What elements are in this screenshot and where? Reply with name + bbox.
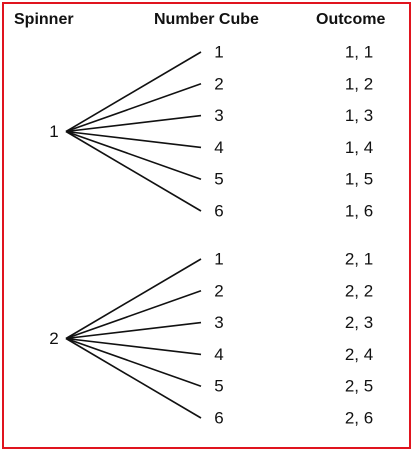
number-cube-label: 3 [214, 106, 223, 125]
branch-line-2-3 [65, 321, 202, 340]
outcome-label: 1, 6 [345, 202, 373, 221]
branch-line-1-5 [65, 130, 202, 180]
outcome-label: 1, 4 [345, 138, 373, 157]
outcome-label: 2, 6 [345, 409, 373, 428]
header-number-cube: Number Cube [154, 11, 259, 28]
outcome-label: 1, 1 [345, 43, 373, 62]
number-cube-label: 2 [214, 74, 223, 93]
number-cube-label: 4 [214, 138, 223, 157]
spinner-label-1: 1 [49, 122, 58, 141]
outcome-label: 1, 5 [345, 170, 373, 189]
number-cube-label: 6 [214, 409, 223, 428]
branch-line-2-6 [65, 337, 202, 419]
number-cube-label: 5 [214, 377, 223, 396]
branch-line-1-3 [65, 114, 202, 133]
number-cube-label: 1 [214, 43, 223, 62]
outcome-label: 2, 1 [345, 250, 373, 269]
spinner-label-2: 2 [49, 329, 58, 348]
number-cube-label: 5 [214, 170, 223, 189]
branch-line-2-1 [65, 258, 202, 340]
header-outcome: Outcome [316, 11, 386, 28]
branch-line-2-2 [65, 290, 202, 340]
branch-line-1-1 [65, 51, 202, 133]
branch-line-2-4 [65, 337, 202, 356]
number-cube-label: 2 [214, 281, 223, 300]
outcome-label: 2, 3 [345, 313, 373, 332]
branch-line-1-2 [65, 83, 202, 133]
branch-line-2-5 [65, 337, 202, 387]
diagram-frame [2, 2, 411, 449]
number-cube-label: 1 [214, 250, 223, 269]
outcome-label: 1, 2 [345, 74, 373, 93]
branch-line-1-4 [65, 130, 202, 149]
number-cube-label: 6 [214, 202, 223, 221]
number-cube-label: 4 [214, 345, 223, 364]
outcome-label: 2, 4 [345, 345, 373, 364]
outcome-label: 2, 2 [345, 281, 373, 300]
outcome-label: 1, 3 [345, 106, 373, 125]
number-cube-label: 3 [214, 313, 223, 332]
header-spinner: Spinner [14, 11, 74, 28]
branch-line-1-6 [65, 130, 202, 212]
outcome-label: 2, 5 [345, 377, 373, 396]
